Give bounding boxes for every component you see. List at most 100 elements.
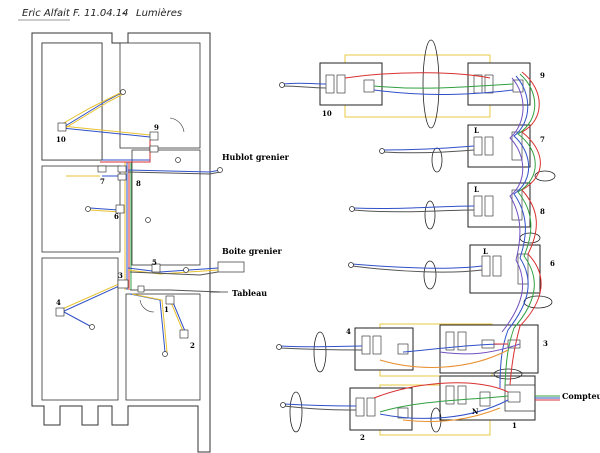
- fp-label-2: 2: [190, 341, 195, 350]
- sc-label-4: 4: [346, 327, 351, 336]
- sc-label-10: 10: [322, 109, 332, 118]
- room-center: [131, 149, 201, 266]
- hublot-grenier-label: Hublot grenier: [222, 152, 290, 162]
- switch-icon: [115, 204, 125, 214]
- light-icon: [279, 82, 285, 88]
- compteur-label: Compteur: [562, 391, 600, 401]
- boite-grenier-label: Boite grenier: [222, 246, 283, 256]
- light-icon: [145, 217, 151, 223]
- switch-icon: [57, 122, 67, 132]
- sc-label-7: 7: [540, 135, 545, 144]
- sleeve: [423, 260, 437, 290]
- door-arc: [169, 117, 185, 133]
- module-icon: [457, 331, 467, 351]
- module-icon: [445, 385, 455, 405]
- module-icon: [473, 136, 483, 156]
- sleeve: [430, 407, 442, 433]
- switch-icon: [137, 285, 145, 293]
- tableau-label: Tableau: [232, 288, 267, 298]
- switch-icon: [117, 165, 127, 173]
- fp-label-9: 9: [154, 123, 159, 132]
- light-points: [85, 89, 223, 357]
- box-6: [469, 244, 541, 294]
- sleeve: [493, 368, 523, 380]
- sleeve: [534, 170, 556, 182]
- switch-modules: [325, 74, 529, 419]
- cable-sleeves: [289, 39, 556, 433]
- module-icon: [363, 79, 375, 93]
- module-icon: [473, 74, 483, 94]
- module-icon: [397, 407, 409, 419]
- module-l-label: L: [474, 126, 479, 135]
- sleeve: [431, 147, 443, 173]
- fp-label-5: 5: [152, 258, 157, 267]
- fp-label-3: 3: [118, 271, 123, 280]
- light-icon: [348, 262, 354, 268]
- schematic-lights: [276, 82, 385, 408]
- module-icon: [457, 385, 467, 405]
- switch-icon: [165, 295, 175, 305]
- schematic: 10 9 7 8 6 4 3 2 1 L L L N Compteur: [276, 39, 600, 442]
- light-icon: [175, 157, 181, 163]
- switch-icon: [179, 329, 189, 339]
- boite-grenier-box: [217, 261, 245, 273]
- author-text: Eric Alfait F.: [22, 8, 81, 19]
- sc-label-6: 6: [550, 259, 555, 268]
- sleeve: [313, 331, 327, 373]
- switch-icon: [97, 165, 107, 173]
- fp-label-8: 8: [136, 179, 141, 188]
- module-icon: [479, 391, 491, 407]
- floorplan-switches: [55, 122, 189, 339]
- room-top-right: [119, 42, 201, 149]
- room-bottom-left: [41, 257, 119, 401]
- floor-plan: 10 9 8 7 6 5 4 3 2 1 Hublot grenier Boit…: [31, 32, 290, 453]
- title-text: Lumières: [136, 7, 182, 19]
- sleeve: [289, 391, 303, 433]
- sc-label-3: 3: [543, 339, 548, 348]
- module-icon: [372, 335, 382, 355]
- junction-boxes: [319, 62, 541, 431]
- module-icon: [361, 335, 371, 355]
- module-icon: [481, 255, 491, 277]
- fp-label-6: 6: [114, 212, 119, 221]
- sc-label-9: 9: [540, 71, 545, 80]
- light-icon: [89, 324, 95, 330]
- light-icon: [276, 344, 282, 350]
- light-icon: [85, 206, 91, 212]
- light-icon: [280, 402, 286, 408]
- light-icon: [379, 148, 385, 154]
- sleeve: [422, 39, 440, 129]
- date-text: 11.04.14: [84, 8, 129, 19]
- switch-icon: [117, 279, 129, 289]
- module-icon: [511, 189, 523, 221]
- module-icon: [484, 195, 494, 217]
- module-icon: [492, 255, 502, 277]
- light-icon: [349, 206, 355, 212]
- module-l-label: L: [474, 185, 479, 194]
- switch-icon: [149, 145, 159, 153]
- fp-label-7: 7: [100, 177, 105, 186]
- schematic-wires: [279, 71, 560, 422]
- module-icon: [325, 74, 335, 94]
- sc-label-1: 1: [512, 421, 517, 430]
- switch-icon: [149, 131, 159, 141]
- room-top-left: [41, 42, 103, 161]
- module-icon: [445, 331, 455, 351]
- module-icon: [507, 391, 521, 403]
- switch-icon: [151, 263, 161, 273]
- light-icon: [162, 351, 168, 357]
- room-bottom-right: [125, 293, 201, 401]
- module-icon: [397, 343, 409, 355]
- sleeve: [424, 200, 436, 230]
- fp-label-4: 4: [56, 298, 61, 307]
- sleeve: [523, 295, 553, 309]
- light-icon: [217, 167, 223, 173]
- light-icon: [120, 89, 126, 95]
- sc-label-8: 8: [540, 207, 545, 216]
- separator-text: -: [122, 8, 126, 19]
- light-icon: [183, 267, 189, 273]
- module-icon: [484, 74, 494, 94]
- module-icon: [355, 397, 365, 417]
